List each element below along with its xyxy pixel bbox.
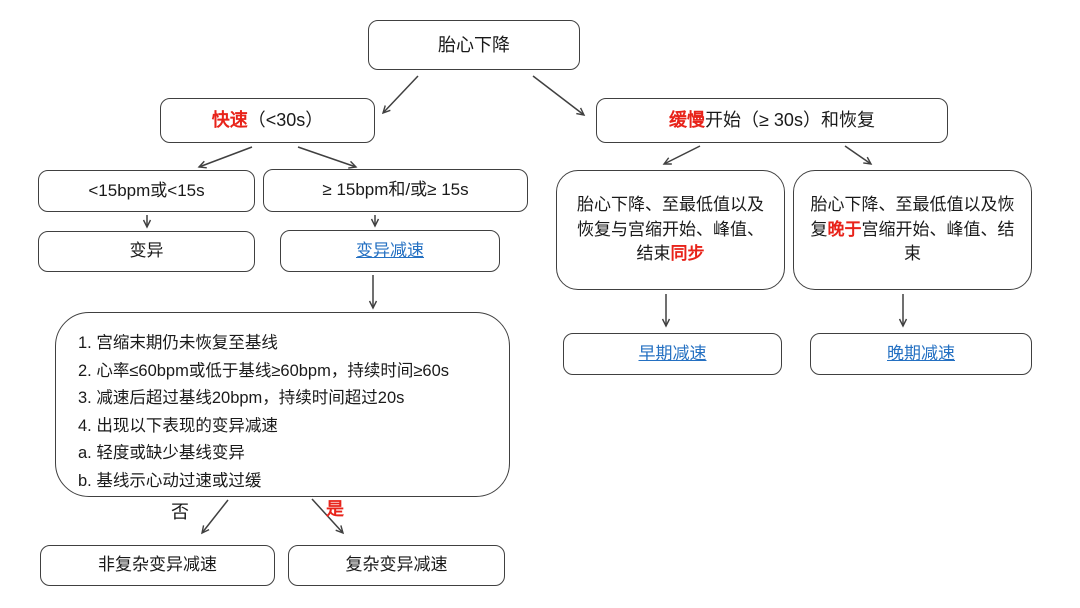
node-variability-label: 变异 bbox=[129, 241, 164, 261]
early-deceleration-link[interactable]: 早期减速 bbox=[638, 343, 707, 363]
node-rapid-onset-label: 快速（<30s） bbox=[211, 110, 324, 131]
node-fetal-heart-drop: 胎心下降 bbox=[368, 20, 580, 70]
node-rapid-onset: 快速（<30s） bbox=[160, 98, 375, 143]
criteria-item-a: a. 轻度或缺少基线变异 bbox=[78, 444, 245, 462]
node-amplitude-small-label: <15bpm或<15s bbox=[88, 180, 205, 200]
node-early-pattern-label: 胎心下降、至最低值以及恢复与宫缩开始、峰值、结束同步 bbox=[577, 195, 764, 264]
node-early-pattern: 胎心下降、至最低值以及恢复与宫缩开始、峰值、结束同步 bbox=[556, 170, 785, 290]
late-deceleration-link[interactable]: 晚期减速 bbox=[887, 343, 955, 363]
criteria-item-2: 2. 心率≤60bpm或低于基线≥60bpm，持续时间≥60s bbox=[78, 361, 450, 380]
criteria-item-1: 1. 宫缩末期仍未恢复至基线 bbox=[78, 334, 278, 352]
variable-deceleration-link[interactable]: 变异减速 bbox=[356, 240, 424, 260]
node-non-complicated-label: 非复杂变异减速 bbox=[98, 555, 217, 575]
node-slow-onset: 缓慢开始（≥ 30s）和恢复 bbox=[596, 98, 948, 143]
node-late-pattern-label: 胎心下降、至最低值以及恢复晚于宫缩开始、峰值、结束 bbox=[810, 195, 1015, 264]
node-amplitude-small: <15bpm或<15s bbox=[38, 170, 255, 212]
node-non-complicated-variable-decel: 非复杂变异减速 bbox=[40, 545, 275, 586]
node-complicated-criteria: 1. 宫缩末期仍未恢复至基线 2. 心率≤60bpm或低于基线≥60bpm，持续… bbox=[55, 312, 510, 497]
node-variability: 变异 bbox=[38, 231, 255, 272]
edge-label-no: 否 bbox=[171, 502, 189, 522]
node-late-deceleration[interactable]: 晚期减速 bbox=[810, 333, 1032, 375]
node-amplitude-large-label: ≥ 15bpm和/或≥ 15s bbox=[322, 180, 469, 200]
node-variable-deceleration[interactable]: 变异减速 bbox=[280, 230, 500, 272]
criteria-item-3: 3. 减速后超过基线20bpm，持续时间超过20s bbox=[78, 389, 405, 407]
criteria-item-4: 4. 出现以下表现的变异减速 bbox=[78, 416, 278, 435]
node-late-pattern: 胎心下降、至最低值以及恢复晚于宫缩开始、峰值、结束 bbox=[793, 170, 1032, 290]
node-complicated-variable-decel: 复杂变异减速 bbox=[288, 545, 505, 586]
criteria-item-b: b. 基线示心动过速或过缓 bbox=[78, 471, 262, 490]
node-early-deceleration[interactable]: 早期减速 bbox=[563, 333, 782, 375]
node-fetal-heart-drop-label: 胎心下降 bbox=[438, 34, 510, 55]
node-complicated-label: 复杂变异减速 bbox=[345, 555, 448, 575]
node-amplitude-large: ≥ 15bpm和/或≥ 15s bbox=[263, 169, 528, 212]
edge-label-yes: 是 bbox=[326, 499, 344, 519]
node-slow-onset-label: 缓慢开始（≥ 30s）和恢复 bbox=[669, 110, 875, 131]
